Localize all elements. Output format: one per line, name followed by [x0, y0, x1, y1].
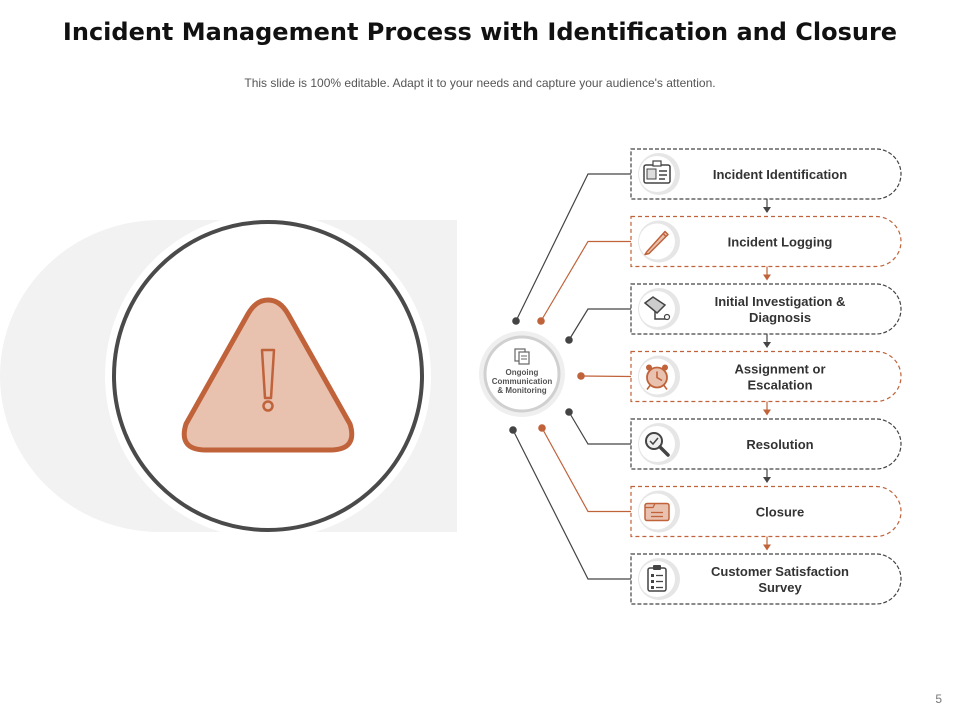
step-pill: [630, 283, 902, 335]
connector-line: [515, 173, 631, 322]
warning-triangle-icon: [181, 297, 355, 453]
flow-arrow-head: [763, 544, 771, 551]
slide-title: Incident Management Process with Identif…: [62, 18, 898, 46]
magnifier-icon: [645, 432, 670, 457]
process-step: Closure: [630, 485, 902, 551]
step-pill: [630, 553, 902, 605]
process-step: Initial Investigation &Diagnosis: [630, 283, 902, 348]
step-label: Closure: [756, 505, 804, 520]
process-step: Resolution: [630, 418, 902, 483]
step-label: Escalation: [747, 378, 812, 393]
hub-label-line-1: Ongoing: [506, 368, 539, 377]
flow-arrow-head: [763, 409, 771, 416]
flow-arrow-head: [763, 342, 771, 348]
step-pill: [630, 350, 902, 403]
step-pill: [630, 148, 902, 200]
step-label: Assignment or: [734, 362, 825, 377]
connector-line: [540, 240, 631, 322]
connector-dot: [512, 317, 520, 325]
step-label: Incident Logging: [728, 235, 833, 250]
connector-line: [512, 429, 631, 580]
flow-arrow-head: [763, 477, 771, 483]
pencil-icon: [644, 230, 669, 256]
connector-dot: [538, 424, 546, 432]
folder-icon: [644, 502, 670, 522]
flow-arrow-head: [763, 274, 771, 281]
warning-illustration: [0, 213, 457, 539]
connector-line: [568, 308, 631, 341]
connector-dot: [509, 426, 517, 434]
connector-line: [580, 375, 632, 378]
flow-arrow-head: [763, 207, 771, 213]
step-label: Diagnosis: [749, 310, 811, 325]
process-step: Incident Identification: [630, 148, 902, 213]
step-pill: [630, 418, 902, 470]
diagnosis-icon: [643, 296, 671, 321]
step-pill: [630, 215, 902, 268]
connector-dot: [565, 336, 573, 344]
step-label: Customer Satisfaction: [711, 564, 849, 579]
connector-dot: [577, 372, 585, 380]
process-step: Incident Logging: [630, 215, 902, 281]
id-card-icon: [643, 160, 671, 184]
clipboard-icon: [647, 565, 667, 592]
step-label: Incident Identification: [713, 167, 847, 182]
step-label: Survey: [758, 580, 802, 595]
hub-label-line-2: Communication: [492, 377, 553, 386]
slide-subtitle: This slide is 100% editable. Adapt it to…: [244, 76, 716, 90]
step-pill: [630, 485, 902, 538]
connector-line: [568, 411, 631, 445]
connector-dot: [537, 317, 545, 325]
hub-label-line-3: & Monitoring: [497, 386, 546, 395]
document-icon: [514, 348, 530, 365]
connector-dot: [565, 408, 573, 416]
step-label: Initial Investigation &: [715, 294, 846, 309]
connector-line: [541, 427, 631, 513]
connector-lines: [509, 173, 632, 580]
page-number: 5: [935, 692, 942, 706]
step-label: Resolution: [746, 437, 813, 452]
hub-node: Ongoing Communication & Monitoring: [479, 331, 565, 417]
alarm-clock-icon: [646, 364, 668, 390]
